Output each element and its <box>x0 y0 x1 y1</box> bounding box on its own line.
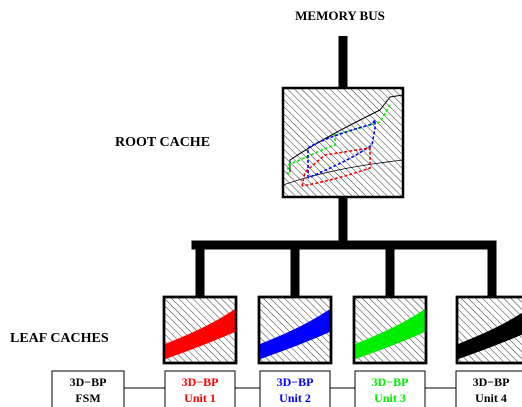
leaf-cache-2 <box>257 295 333 365</box>
leaf-cache-region-4 <box>457 312 522 360</box>
leaf-cache-region-1 <box>164 308 236 360</box>
unit-line1-4: 3D−BP <box>473 375 510 389</box>
unit-line1-3: 3D−BP <box>372 375 409 389</box>
unit-box-2: 3D−BP Unit 2 <box>259 370 331 407</box>
unit-box-frame <box>259 370 331 407</box>
root-lower-curve <box>283 159 403 186</box>
unit-box-3: 3D−BP Unit 3 <box>354 370 426 407</box>
root-cache-contents <box>283 94 403 187</box>
unit-line1-2: 3D−BP <box>277 375 314 389</box>
unit-box-1: 3D−BP Unit 1 <box>164 370 236 407</box>
root-cache-frame <box>281 86 405 199</box>
root-green-region <box>287 104 391 175</box>
leaf-cache-3 <box>352 295 428 365</box>
bus-lines <box>191 36 497 297</box>
leaf-cache-4 <box>455 295 522 365</box>
unit-boxes-group: 3D−BP FSM 3D−BP Unit 1 3D−BP Unit 2 3D−BP Unit … <box>51 370 522 407</box>
unit-box-4: 3D−BP Unit 4 <box>455 370 522 407</box>
unit-line2-4: Unit 4 <box>475 391 507 405</box>
root-black-curve <box>289 94 403 172</box>
root-cache-box <box>281 86 405 199</box>
unit-line2-1: Unit 1 <box>184 391 216 405</box>
leaf-cache-region-2 <box>259 308 331 360</box>
memory-bus-label: MEMORY BUS <box>295 8 385 23</box>
unit-box-frame <box>455 370 522 407</box>
unit-line2-2: Unit 2 <box>279 391 311 405</box>
leaf-caches-label: LEAF CACHES <box>10 331 109 346</box>
root-cache-label: ROOT CACHE <box>115 135 210 150</box>
fsm-box: 3D−BP FSM <box>51 370 125 407</box>
leaf-caches-group <box>162 295 522 365</box>
unit-line1-1: 3D−BP <box>182 375 219 389</box>
fsm-line2: FSM <box>75 391 100 405</box>
unit-box-frame <box>354 370 426 407</box>
leaf-cache-1 <box>162 295 238 365</box>
leaf-cache-region-3 <box>354 308 426 360</box>
fsm-line1: 3D−BP <box>70 375 107 389</box>
fsm-box-frame <box>51 370 125 407</box>
unit-line2-3: Unit 3 <box>374 391 406 405</box>
unit-box-frame <box>164 370 236 407</box>
